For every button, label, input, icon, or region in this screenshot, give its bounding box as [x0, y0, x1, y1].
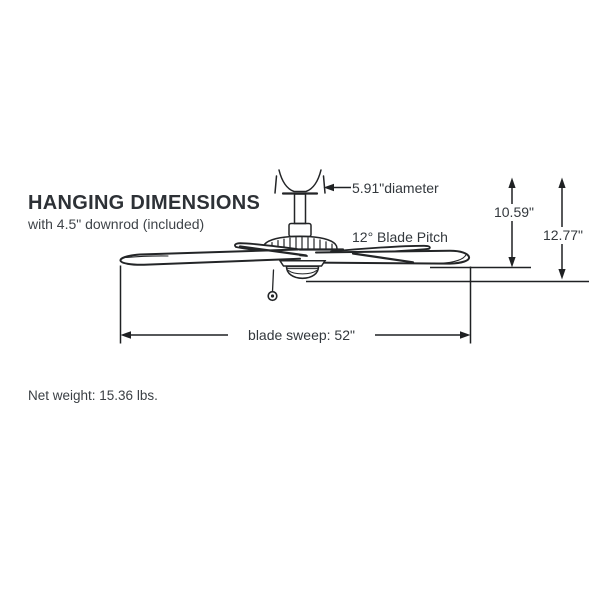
fan-motor-top-ribs — [265, 236, 333, 249]
fan-blades-group — [119, 242, 471, 266]
height-to-blades-arrow-up — [508, 177, 516, 188]
overall-height-arrow-down — [558, 269, 566, 280]
overall-height-label: 12.77" — [532, 227, 594, 244]
fan-blade-edge-left — [238, 245, 308, 257]
height-to-blades-arrow-down — [508, 257, 516, 268]
fan-lower-flange — [278, 260, 327, 267]
net-weight-label: Net weight: 15.36 lbs. — [28, 388, 158, 403]
diameter-arrowhead — [323, 183, 334, 192]
fan-bottom-cap — [285, 265, 320, 280]
fan-cap-inner-arc — [287, 269, 318, 275]
height-to-blades-label: 10.59" — [483, 204, 545, 221]
diameter-tick-left — [274, 175, 278, 194]
fan-blade-left — [119, 248, 301, 266]
blade-pitch-label: 12° Blade Pitch — [352, 229, 448, 245]
diameter-tick-right — [322, 175, 326, 194]
fan-downrod-collar — [288, 222, 312, 238]
fan-blade-edge-right — [351, 252, 415, 264]
fan-downrod — [293, 193, 307, 225]
canopy-diameter-label: 5.91"diameter — [352, 180, 439, 196]
pull-chain — [271, 269, 275, 293]
fan-blade-right — [315, 249, 471, 265]
fan-blade-tip-fold-right — [439, 254, 467, 264]
pull-chain-ball-center — [270, 294, 275, 298]
fan-lower-group — [267, 260, 327, 302]
page-title: HANGING DIMENSIONS — [28, 192, 261, 214]
fan-motor-top-ring — [262, 235, 338, 250]
fan-canopy — [278, 169, 322, 193]
blade-sweep-label: blade sweep: 52" — [228, 327, 375, 344]
blade-sweep-arrow-left — [120, 331, 131, 339]
overall-height-arrow-up — [558, 177, 566, 188]
blade-sweep-arrow-right — [460, 331, 471, 339]
fan-blade-tip-fold-left — [125, 255, 169, 259]
page-subtitle: with 4.5" downrod (included) — [28, 216, 205, 232]
